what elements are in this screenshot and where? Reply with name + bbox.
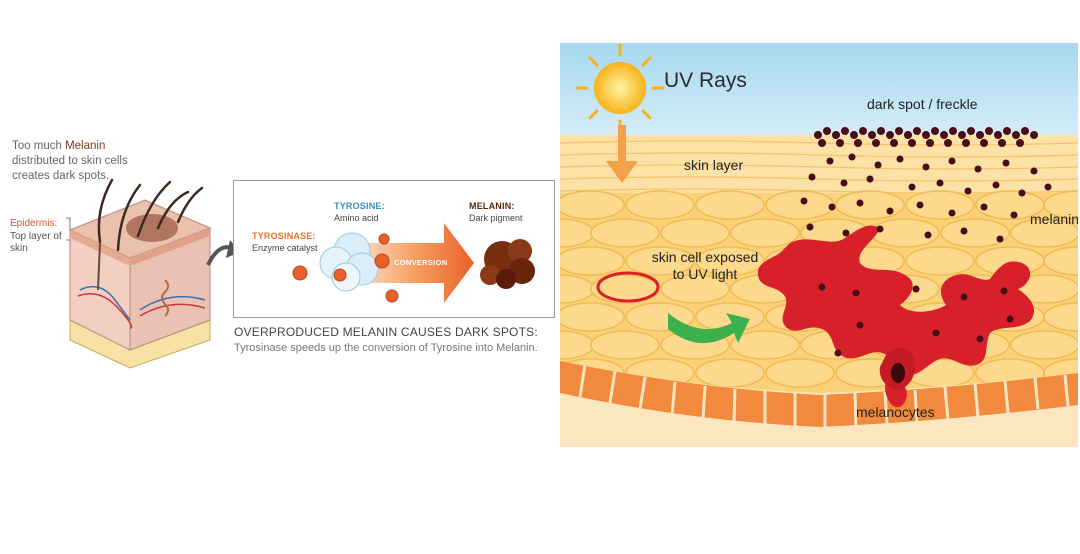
dark-spot: [126, 214, 178, 242]
tyrosine-cloud: [319, 232, 379, 292]
blue-vessel-right: [139, 295, 206, 311]
intro-highlight: Melanin: [65, 140, 106, 152]
skin-layer-label: skin layer: [684, 157, 744, 173]
exposed-cell-label: skin cell exposed to UV light: [650, 249, 760, 283]
exposed-cell-label-line1: skin cell exposed: [651, 249, 759, 265]
conversion-arrow: [339, 223, 474, 303]
hairs: [97, 178, 204, 252]
epidermis-sublabel: Top layer of skin: [10, 231, 62, 254]
conversion-label: CONVERSION: [394, 258, 448, 267]
red-vessel: [77, 293, 133, 329]
melanin-title: MELANIN:: [469, 201, 515, 211]
intro-text: Too much Melanin distributed to skin cel…: [12, 139, 162, 184]
uv-rays-label: UV Rays: [664, 69, 747, 92]
basal-cell-dividers: [578, 364, 1070, 427]
tyrosine-subtitle: Amino acid: [334, 213, 379, 223]
melanin-blob: [480, 239, 535, 289]
melanin-subtitle: Dark pigment: [469, 213, 523, 223]
enzyme-dots: [292, 233, 399, 303]
red-vessel-right: [139, 303, 206, 317]
uv-arrow: [606, 125, 638, 183]
melanin-label: melanin: [1030, 211, 1078, 227]
melanocytes-label: melanocytes: [856, 404, 935, 420]
gland: [161, 279, 169, 317]
epidermis-label: Epidermis:: [10, 218, 58, 229]
intro-prefix: Too much: [12, 140, 66, 152]
sun-icon: [575, 43, 665, 133]
tyrosinase-title: TYROSINASE:: [252, 231, 316, 241]
dark-spot-label: dark spot / freckle: [867, 96, 978, 112]
tyrosine-title: TYROSINE:: [334, 201, 385, 211]
tyrosinase-subtitle: Enzyme catalyst: [252, 243, 318, 253]
blue-vessel: [79, 285, 131, 321]
conversion-illustration: [292, 223, 535, 303]
caption-title: OVERPRODUCED MELANIN CAUSES DARK SPOTS:: [234, 325, 538, 339]
exposed-cell-label-line2: to UV light: [672, 266, 738, 282]
skin-cross-section-illustration: [66, 178, 240, 369]
epidermis-bracket: [66, 217, 71, 241]
process-box: TYROSINE: Amino acid TYROSINASE: Enzyme …: [233, 180, 555, 318]
intro-rest: distributed to skin cells creates dark s…: [12, 155, 128, 182]
hair-root: [97, 241, 101, 291]
dark-spot-cluster: [814, 127, 1038, 147]
green-arrow: [668, 313, 750, 344]
epidermis-band-right: [130, 228, 210, 266]
uv-skin-diagram: UV Rays dark spot / freckle skin layer m…: [560, 43, 1078, 447]
melanocyte-body: [879, 347, 916, 390]
melanin-dots: [800, 153, 1052, 357]
uv-skin-illustration: [560, 43, 1078, 447]
exposed-cell-outline: [596, 271, 660, 303]
caption-subtitle: Tyrosinase speeds up the conversion of T…: [234, 342, 538, 354]
